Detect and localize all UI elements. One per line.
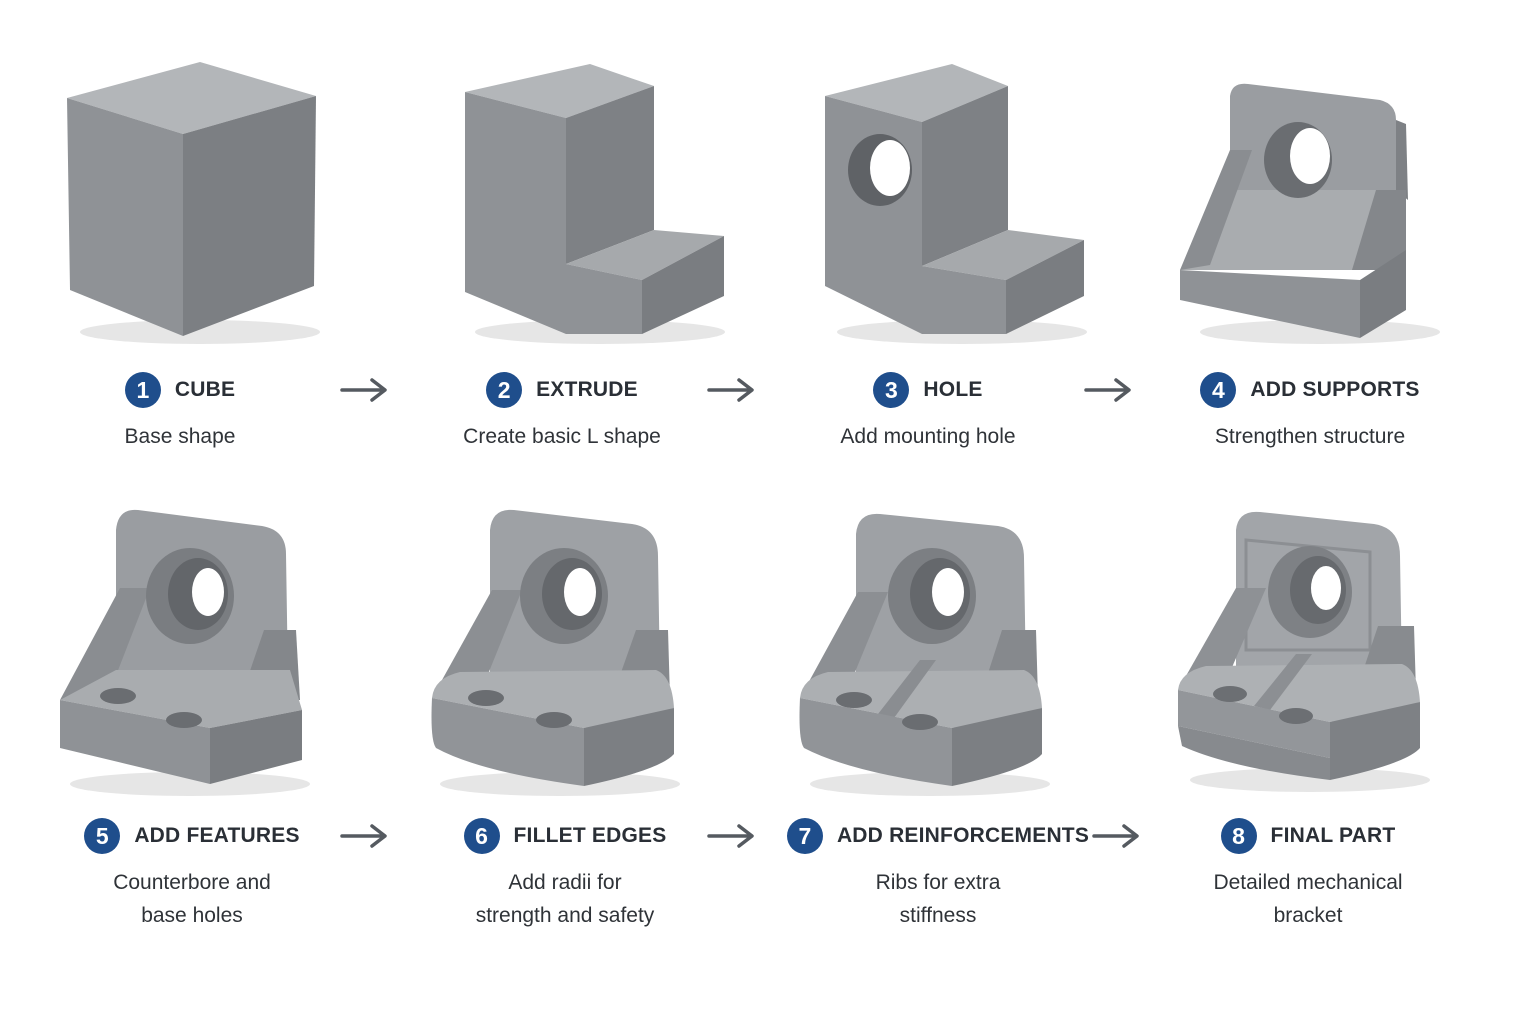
step-4: 4 ADD SUPPORTS Strengthen structure <box>1130 370 1490 453</box>
step-title: ADD REINFORCEMENTS <box>836 824 1090 847</box>
cube-model <box>67 62 320 344</box>
step-title: HOLE <box>923 378 983 401</box>
step-8: 8 FINAL PART Detailed mechanical bracket <box>1128 816 1488 932</box>
right-arrow-icon <box>707 824 754 848</box>
step-description: Ribs for extra stiffness <box>875 871 1001 927</box>
step-number-badge: 4 <box>1200 372 1237 408</box>
step-title: CUBE <box>174 378 236 401</box>
step-description: Counterbore and base holes <box>113 871 271 927</box>
bracket-final-model <box>1178 511 1430 792</box>
step-description: Base shape <box>124 425 236 448</box>
bracket-fillet-model <box>431 509 680 796</box>
step-title: EXTRUDE <box>536 378 638 401</box>
right-arrow-icon <box>1092 824 1139 848</box>
step-7: 7 ADD REINFORCEMENTS Ribs for extra stif… <box>758 816 1118 932</box>
bracket-features-model <box>60 509 310 796</box>
step-description: Add radii for strength and safety <box>475 871 655 927</box>
step-number-badge: 6 <box>463 818 500 854</box>
step-title: FILLET EDGES <box>513 824 667 847</box>
step-number-badge: 3 <box>873 372 910 408</box>
step-title: FINAL PART <box>1270 824 1396 847</box>
step-2: 2 EXTRUDE Create basic L shape <box>382 370 742 453</box>
step-number-badge: 8 <box>1220 818 1257 854</box>
step-title: ADD SUPPORTS <box>1250 378 1420 401</box>
step-description: Create basic L shape <box>463 425 661 448</box>
l-shape-hole-model <box>825 64 1087 344</box>
l-shape-model <box>465 64 725 344</box>
step-description: Detailed mechanical bracket <box>1213 871 1403 927</box>
step-title: ADD FEATURES <box>134 824 300 847</box>
step-3: 3 HOLE Add mounting hole <box>748 370 1108 453</box>
right-arrow-icon <box>340 824 387 848</box>
bracket-ribs-model <box>799 513 1050 796</box>
step-6: 6 FILLET EDGES Add radii for strength an… <box>385 816 745 932</box>
step-description: Strengthen structure <box>1214 425 1406 448</box>
right-arrow-icon <box>707 378 754 402</box>
step-1: 1 CUBE Base shape <box>0 370 360 453</box>
step-number-badge: 5 <box>84 818 121 854</box>
right-arrow-icon <box>1084 378 1131 402</box>
bracket-supports-model <box>1180 83 1440 344</box>
step-number-badge: 7 <box>786 818 823 854</box>
step-number-badge: 1 <box>124 372 161 408</box>
right-arrow-icon <box>340 378 387 402</box>
step-number-badge: 2 <box>486 372 523 408</box>
step-description: Add mounting hole <box>840 425 1016 448</box>
step-5: 5 ADD FEATURES Counterbore and base hole… <box>12 816 372 932</box>
